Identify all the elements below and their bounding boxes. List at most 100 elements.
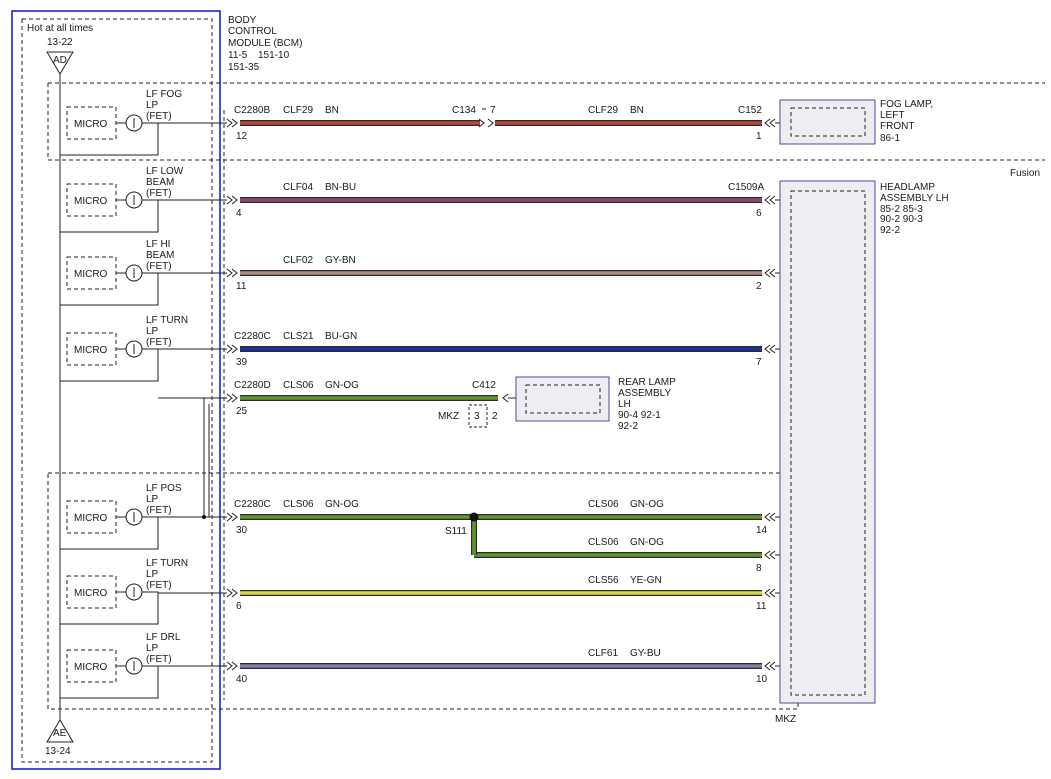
wire-color-code-far: GN-OG <box>630 499 664 510</box>
driver-label-line-3: (FET) <box>146 505 172 516</box>
bcm-pin-number: 12 <box>236 131 248 142</box>
fog-lamp-line-2: LEFT <box>880 110 904 121</box>
connector-arrow-icon <box>764 588 771 598</box>
connector-arrow-icon <box>764 550 771 560</box>
mkz-variant-label: MKZ <box>775 714 796 725</box>
far-connector-id: C412 <box>472 380 496 391</box>
driver-label-line-3: (FET) <box>146 188 172 199</box>
connector-arrow-icon <box>226 195 233 205</box>
bcm-pin-number: 4 <box>236 208 242 219</box>
fusion-variant-label: Fusion <box>1010 168 1040 179</box>
far-pin-number: 2 <box>756 281 762 292</box>
connector-arrow-icon <box>502 393 509 403</box>
connector-arrow-icon <box>231 268 238 278</box>
circuit-code: CLF02 <box>283 255 313 266</box>
connector-arrow-icon <box>764 512 771 522</box>
circuit-code: CLF29 <box>283 105 313 116</box>
circuit-code: CLS21 <box>283 331 314 342</box>
connector-arrow-icon <box>226 588 233 598</box>
fet-return-line <box>60 348 159 382</box>
rear-lamp-line-3: LH <box>618 399 631 410</box>
bcm-ref-3: 151-35 <box>228 62 260 73</box>
rear-feed-line <box>203 397 227 517</box>
headlamp-line-2: ASSEMBLY LH <box>880 193 949 204</box>
mkz-pin-number: 3 <box>474 411 480 422</box>
headlamp-line-1: HEADLAMP <box>880 182 935 193</box>
wire-color-code: YE-GN <box>630 575 662 586</box>
connector-arrow-icon <box>769 550 776 560</box>
connector-arrow-icon <box>231 344 238 354</box>
driver-label-line-1: LF LOW <box>146 166 184 177</box>
micro-label: MICRO <box>74 345 108 356</box>
connector-id: C2280B <box>234 105 270 116</box>
connector-arrow-icon <box>764 661 771 671</box>
driver-label-line-1: LF TURN <box>146 315 188 326</box>
rear-lamp-ref-1: 90-4 92-1 <box>618 410 661 421</box>
far-pin-number: 8 <box>756 563 762 574</box>
fet-return-line <box>60 199 159 233</box>
connector-arrow-icon <box>764 195 771 205</box>
headlamp-ref-3: 92-2 <box>880 225 900 236</box>
wire-color-code: GN-OG <box>325 499 359 510</box>
fog-lamp-inner <box>790 107 866 137</box>
wire-color-code: BN-BU <box>325 182 356 193</box>
driver-label-line-2: LP <box>146 494 159 505</box>
headlamp-box <box>779 180 876 704</box>
connector-arrow-icon <box>226 118 233 128</box>
connector-arrow-icon <box>769 118 776 128</box>
wire-color-code-far: BN <box>630 105 644 116</box>
fet-return-line <box>60 272 159 306</box>
connector-arrow-icon <box>226 512 233 522</box>
connector-arrow-icon <box>764 268 771 278</box>
headlamp-inner <box>790 190 866 696</box>
connector-arrow-icon <box>231 195 238 205</box>
micro-label: MICRO <box>74 662 108 673</box>
connector-id: C2280C <box>234 499 271 510</box>
driver-label-line-2: BEAM <box>146 250 174 261</box>
bcm-title-line-3: MODULE (BCM) <box>228 38 302 49</box>
connector-arrow-icon <box>231 118 238 128</box>
connector-arrow-icon <box>226 393 233 403</box>
bcm-pin-number: 39 <box>236 357 248 368</box>
connector-arrow-icon <box>226 661 233 671</box>
circuit-code-far: CLS06 <box>588 499 619 510</box>
circuit-code-far: CLF29 <box>588 105 618 116</box>
mkz-pin-label: MKZ <box>438 411 459 422</box>
connector-arrow-icon <box>478 118 485 128</box>
wire-color-code: BN <box>325 105 339 116</box>
connector-ae-triangle <box>46 719 74 743</box>
fog-lamp-box <box>779 99 876 145</box>
connector-ad-label: AD <box>53 55 67 66</box>
headlamp-ref-1: 85-2 85-3 <box>880 204 923 215</box>
rear-lamp-box <box>515 376 610 422</box>
connector-arrow-icon <box>231 661 238 671</box>
hot-at-all-times-label: Hot at all times <box>27 23 93 34</box>
splice-dot-icon <box>469 512 479 522</box>
rear-lamp-inner <box>525 384 601 414</box>
fog-lamp-line-1: FOG LAMP, <box>880 99 933 110</box>
connector-arrow-icon <box>226 344 233 354</box>
connector-arrow-icon <box>769 344 776 354</box>
driver-label-line-1: LF HI <box>146 239 170 250</box>
fet-return-line <box>60 516 159 550</box>
connector-arrow-icon <box>231 393 238 403</box>
fet-return-line <box>60 122 159 156</box>
connector-arrow-icon <box>769 512 776 522</box>
driver-label-line-3: (FET) <box>146 580 172 591</box>
bcm-pin-number: 6 <box>236 601 242 612</box>
circuit-code: CLF04 <box>283 182 313 193</box>
fet-return-line <box>60 591 159 625</box>
driver-label-line-3: (FET) <box>146 261 172 272</box>
hot-ref-bottom: 13-24 <box>45 746 71 757</box>
